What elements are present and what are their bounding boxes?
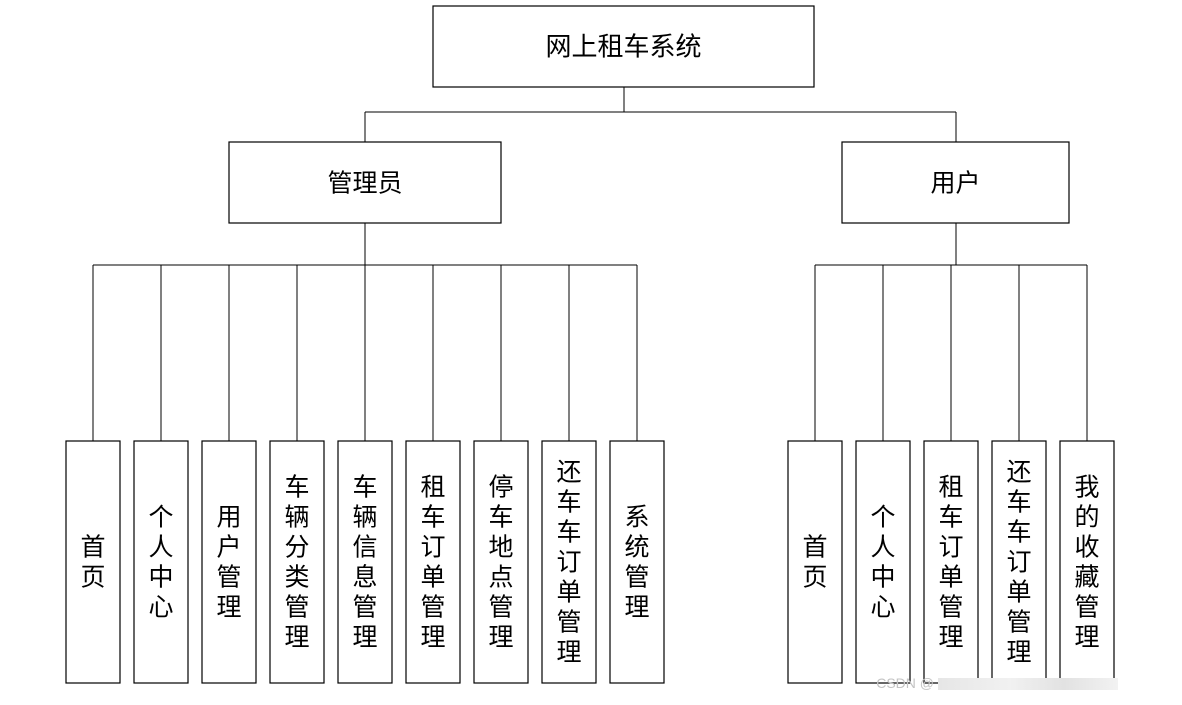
user-leaf-1-box <box>855 440 911 684</box>
admin-leaf-8: 系统管理 <box>609 440 665 684</box>
user-leaf-1-label: 个人中心 <box>870 502 895 621</box>
connector-lines <box>92 87 1088 441</box>
user-leaf-0-box <box>787 440 843 684</box>
user-leaf-4-label: 我的收藏管理 <box>1074 472 1099 651</box>
watermark: CSDN @ <box>876 675 1118 691</box>
user-leaf-0: 首页 <box>787 440 843 684</box>
admin-leaf-6-label: 停车地点管理 <box>488 472 513 651</box>
admin-leaf-5-box <box>405 440 461 684</box>
admin-leaf-3-label: 车辆分类管理 <box>284 472 309 651</box>
admin-leaf-1: 个人中心 <box>133 440 189 684</box>
admin-node: 管理员 <box>228 141 502 224</box>
admin-leaf-7: 还车车订单管理 <box>541 440 597 684</box>
root-node-label: 网上租车系统 <box>545 33 701 63</box>
user-leaf-2-box <box>923 440 979 684</box>
root-node: 网上租车系统 <box>432 5 815 88</box>
admin-leaf-8-label: 系统管理 <box>624 502 649 621</box>
admin-leaf-5-label: 租车订单管理 <box>420 472 445 651</box>
admin-leaf-0-box <box>65 440 121 684</box>
user-leaf-4: 我的收藏管理 <box>1059 440 1115 684</box>
admin-leaf-4-box <box>337 440 393 684</box>
admin-leaf-4: 车辆信息管理 <box>337 440 393 684</box>
user-leaf-3: 还车车订单管理 <box>991 440 1047 684</box>
user-node-label: 用户 <box>930 169 980 198</box>
admin-leaf-6: 停车地点管理 <box>473 440 529 684</box>
admin-leaf-7-box <box>541 440 597 684</box>
admin-leaf-8-box <box>609 440 665 684</box>
user-node: 用户 <box>841 141 1070 224</box>
admin-leaf-3-box <box>269 440 325 684</box>
user-leaf-1: 个人中心 <box>855 440 911 684</box>
admin-node-box <box>228 141 502 224</box>
admin-leaf-2: 用户管理 <box>201 440 257 684</box>
watermark-blurred-name <box>938 678 1118 691</box>
user-leaf-2: 租车订单管理 <box>923 440 979 684</box>
user-leaf-3-box <box>991 440 1047 684</box>
admin-leaf-1-box <box>133 440 189 684</box>
admin-leaf-2-label: 用户管理 <box>216 502 241 621</box>
admin-leaf-0: 首页 <box>65 440 121 684</box>
user-leaf-4-box <box>1059 440 1115 684</box>
admin-leaf-0-label: 首页 <box>80 532 105 591</box>
admin-leaf-2-box <box>201 440 257 684</box>
watermark-text: CSDN @ <box>876 675 934 691</box>
user-leaf-0-label: 首页 <box>802 532 827 591</box>
admin-leaf-3: 车辆分类管理 <box>269 440 325 684</box>
admin-node-label: 管理员 <box>327 169 402 198</box>
user-leaf-2-label: 租车订单管理 <box>938 472 963 651</box>
admin-leaf-6-box <box>473 440 529 684</box>
admin-leaf-7-label: 还车车订单管理 <box>556 457 581 666</box>
root-node-box <box>432 5 815 88</box>
user-node-box <box>841 141 1070 224</box>
admin-leaf-4-label: 车辆信息管理 <box>352 472 377 651</box>
admin-leaf-1-label: 个人中心 <box>148 502 173 621</box>
user-leaf-3-label: 还车车订单管理 <box>1006 457 1031 666</box>
admin-leaf-5: 租车订单管理 <box>405 440 461 684</box>
